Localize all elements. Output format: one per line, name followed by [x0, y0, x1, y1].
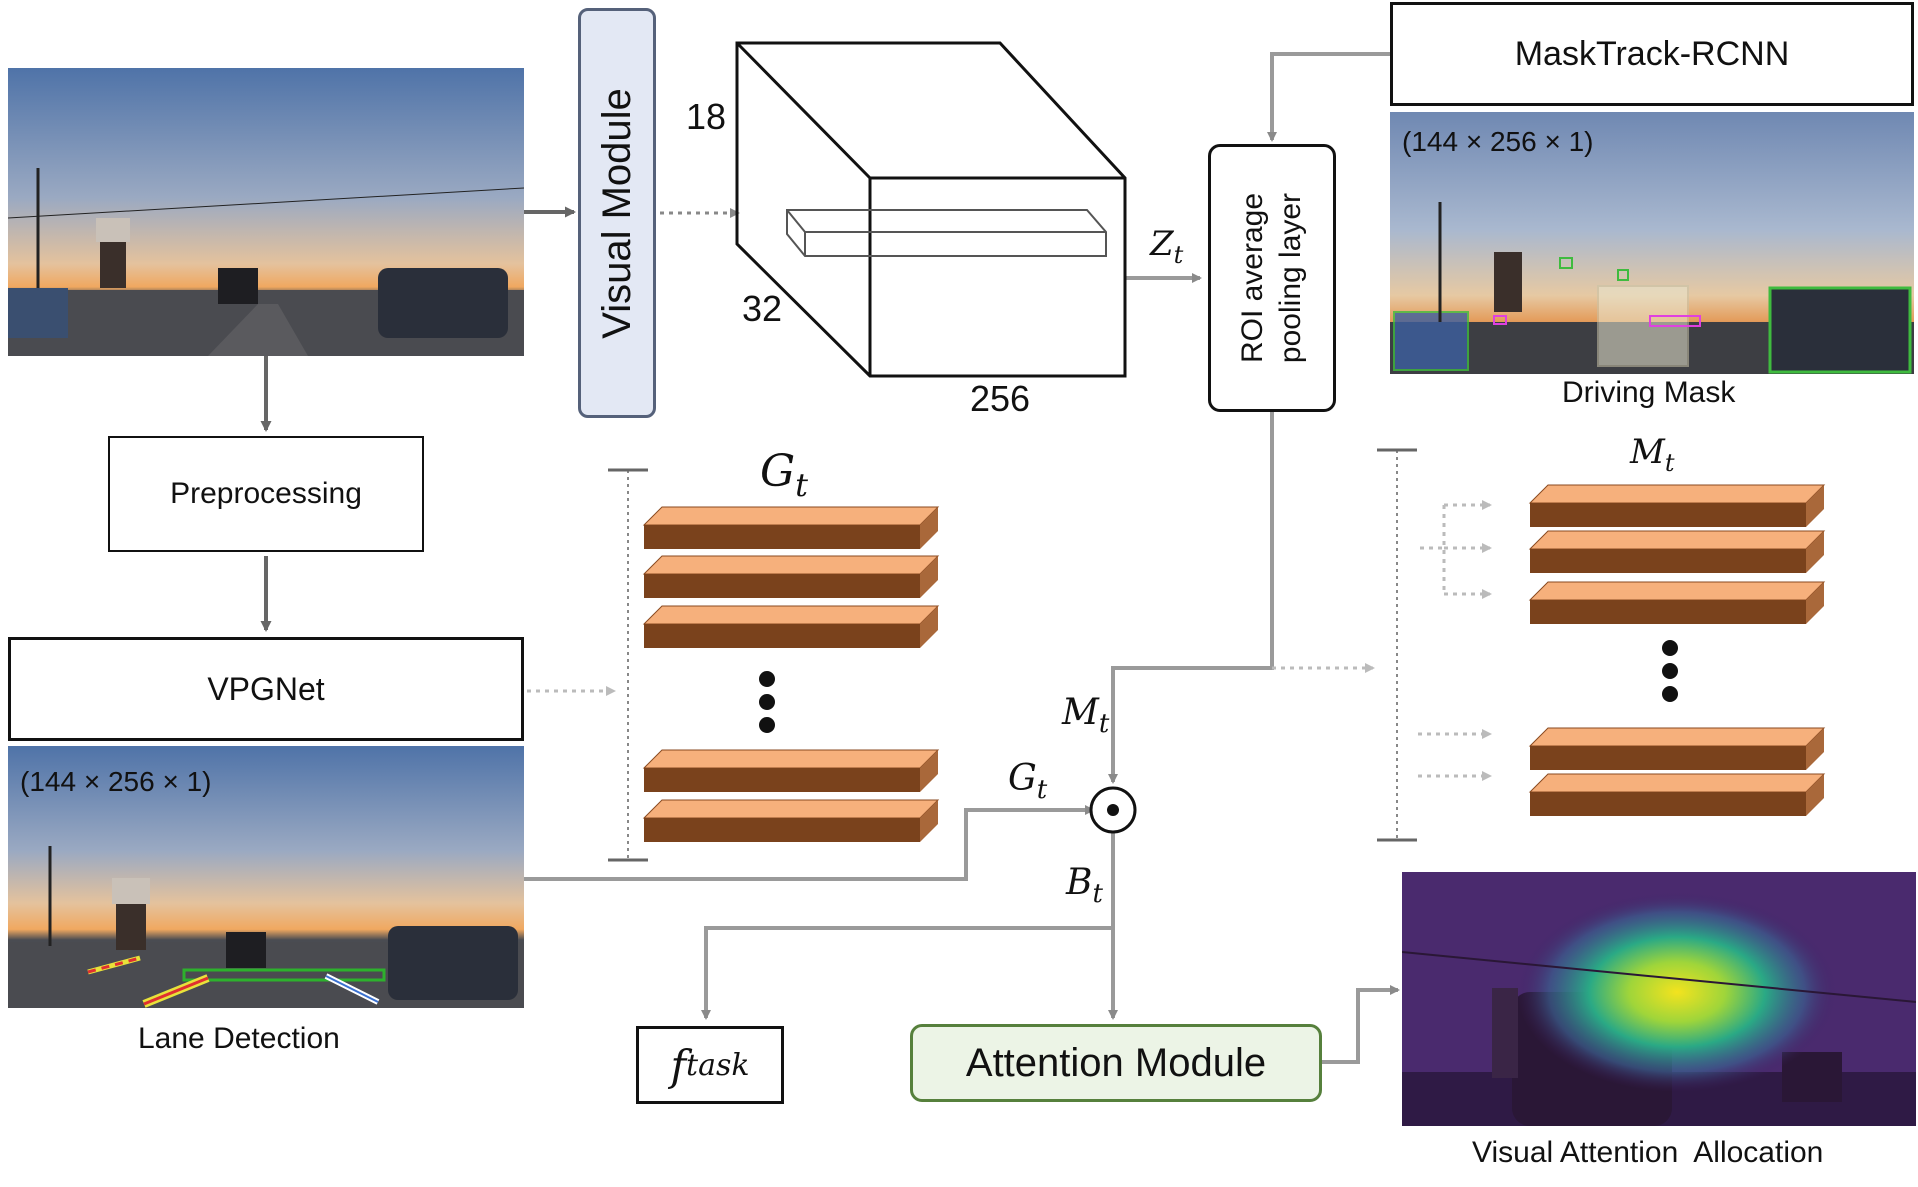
m-bar-5	[1528, 773, 1826, 816]
tensor-dim-height: 18	[686, 96, 727, 137]
driving-mask-image: (144 × 256 × 1)	[1390, 112, 1914, 374]
roi-pooling-box: ROI average pooling layer	[1208, 144, 1336, 412]
visual-attention-heatmap-image	[1402, 872, 1916, 1126]
attention-module-box: Attention Module	[910, 1024, 1322, 1102]
arrow-attention-to-heatmap	[1320, 985, 1400, 1064]
m-bar-2	[1528, 530, 1826, 573]
roi-label-line1: ROI average	[1236, 192, 1269, 364]
attention-module-label: Attention Module	[965, 1040, 1267, 1085]
roi-label-line2: pooling layer	[1274, 192, 1307, 364]
g-bar-5	[642, 799, 940, 842]
m-bar-1	[1528, 484, 1826, 527]
g-bar-4	[642, 749, 940, 792]
m-stack-label: Mt	[1630, 432, 1675, 477]
m-t-input-label: Mt	[1062, 692, 1110, 740]
m-stack-bracket	[1377, 448, 1417, 842]
g-stack-ellipsis-icon	[759, 671, 775, 733]
lane-detection-image: (144 × 256 × 1)	[8, 746, 524, 1008]
driving-mask-caption: Driving Mask	[1562, 376, 1736, 409]
input-road-image	[8, 68, 524, 356]
driving-mask-shape-label: (144 × 256 × 1)	[1402, 126, 1594, 157]
m-stack-fan-arrows	[1418, 500, 1492, 781]
m-stack-ellipsis-icon	[1662, 640, 1678, 702]
m-bar-4	[1528, 727, 1826, 770]
arrow-masktrack-to-roi	[1267, 52, 1390, 142]
vpgnet-box: VPGNet	[8, 637, 524, 741]
lane-detection-caption: Lane Detection	[138, 1022, 340, 1055]
masktrack-rcnn-label: MaskTrack-RCNN	[1514, 34, 1790, 73]
g-bar-1	[642, 506, 940, 549]
m-bar-3	[1528, 581, 1826, 624]
g-stack-label: Gt	[760, 446, 809, 504]
g-stack-bracket	[608, 468, 648, 862]
g-t-input-label: Gt	[1008, 758, 1048, 806]
tensor-dim-depth: 32	[742, 288, 783, 329]
visual-module-box: Visual Module	[578, 8, 656, 418]
preprocessing-box: Preprocessing	[108, 436, 424, 552]
tensor-slice	[786, 209, 1107, 257]
b-t-label: Bt	[1066, 862, 1103, 910]
tensor-dim-width: 256	[970, 378, 1031, 419]
lane-shape-label: (144 × 256 × 1)	[20, 766, 212, 797]
g-stack-bars	[642, 506, 940, 842]
arrow-roi-to-odot	[1108, 412, 1274, 784]
arrow-to-f-task	[701, 926, 1113, 1020]
visual-attention-caption: Visual Attention Allocation	[1472, 1136, 1824, 1169]
z-t-label: Zt	[1150, 224, 1184, 269]
vpgnet-label: VPGNet	[207, 670, 325, 707]
g-bar-3	[642, 605, 940, 648]
visual-module-label: Visual Module	[594, 87, 639, 339]
masktrack-rcnn-box: MaskTrack-RCNN	[1390, 2, 1914, 106]
g-bar-2	[642, 555, 940, 598]
preprocessing-label: Preprocessing	[170, 477, 362, 510]
arrow-lane-to-odot	[524, 805, 1095, 881]
m-stack-bars	[1528, 484, 1826, 816]
